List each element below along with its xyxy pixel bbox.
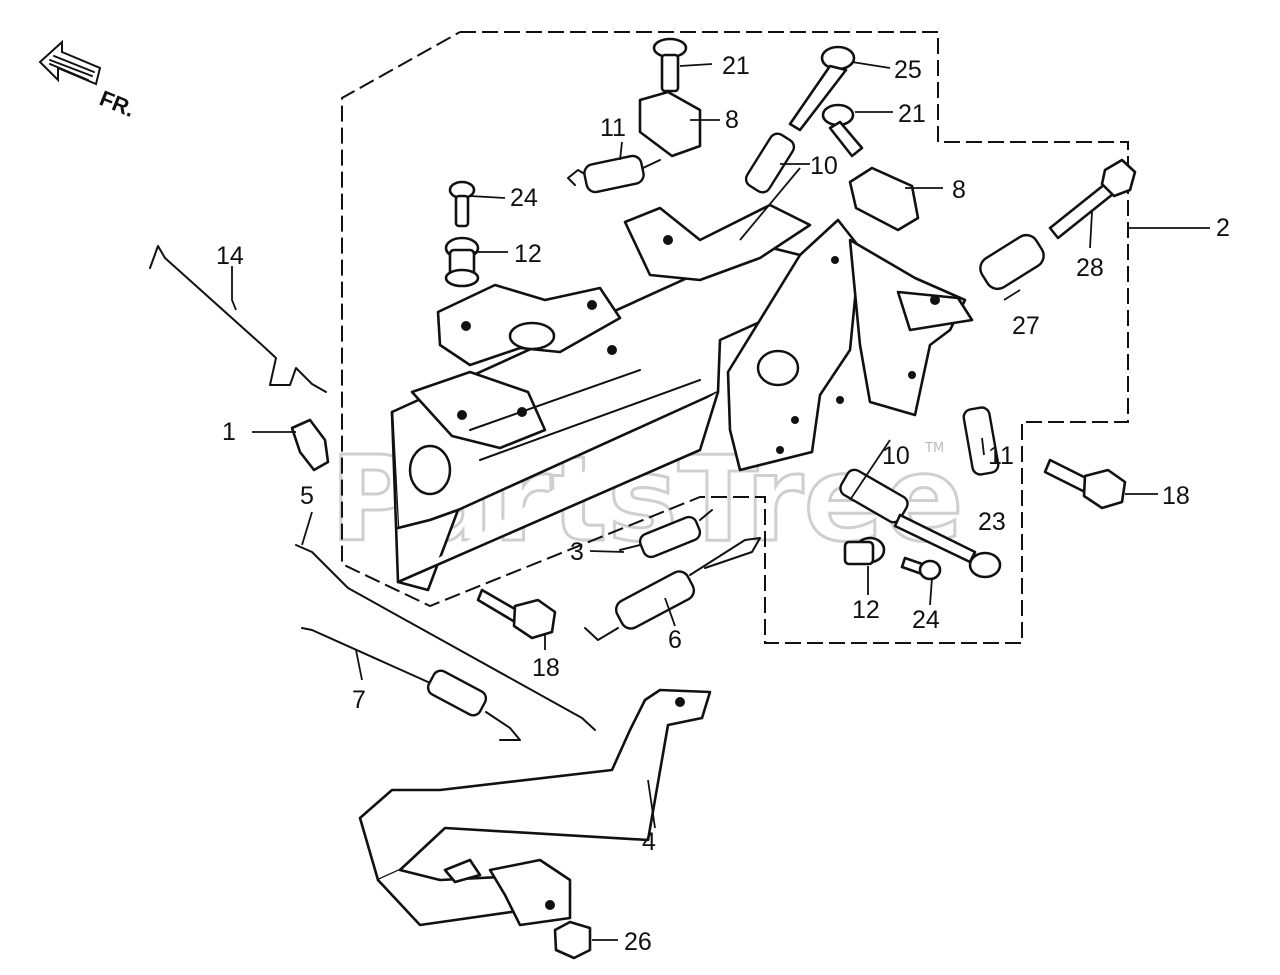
grommet-upper bbox=[444, 236, 480, 288]
control-side-plate bbox=[726, 218, 974, 472]
callout-11-upper[interactable]: 11 bbox=[600, 114, 626, 142]
callout-4[interactable]: 4 bbox=[642, 828, 656, 856]
callout-24-lower[interactable]: 24 bbox=[912, 606, 940, 634]
governor-rod bbox=[149, 245, 327, 393]
callout-18-right[interactable]: 18 bbox=[1162, 482, 1190, 510]
callout-1[interactable]: 1 bbox=[222, 418, 236, 446]
spring-10-upper bbox=[744, 132, 796, 194]
front-direction-label: FR. bbox=[96, 85, 138, 121]
leader-lines bbox=[231, 61, 1210, 941]
callout-3[interactable]: 3 bbox=[570, 538, 584, 566]
callout-2[interactable]: 2 bbox=[1216, 214, 1230, 242]
spring-11-lower bbox=[962, 406, 1000, 476]
callout-14[interactable]: 14 bbox=[216, 242, 244, 270]
control-base-bracket bbox=[390, 203, 812, 592]
plate-nut-upper bbox=[638, 90, 702, 158]
callout-11-lower[interactable]: 11 bbox=[988, 442, 1014, 470]
tension-spring bbox=[584, 537, 761, 641]
spring-10-lower bbox=[839, 468, 909, 524]
control-lever bbox=[358, 688, 712, 927]
throttle-rod bbox=[295, 544, 596, 731]
spring-27 bbox=[979, 233, 1045, 291]
callout-8-upper[interactable]: 8 bbox=[725, 106, 739, 134]
screw-right bbox=[821, 103, 864, 158]
grommet-lower bbox=[843, 536, 886, 566]
callout-12-upper[interactable]: 12 bbox=[514, 240, 542, 268]
watermark-trademark: TM bbox=[924, 441, 944, 456]
callout-8-right[interactable]: 8 bbox=[952, 176, 966, 204]
flange-bolt-left bbox=[476, 588, 557, 640]
callout-10-lower[interactable]: 10 bbox=[882, 442, 910, 470]
callout-5[interactable]: 5 bbox=[300, 482, 314, 510]
callout-12-lower[interactable]: 12 bbox=[852, 596, 880, 624]
callout-10-upper[interactable]: 10 bbox=[810, 152, 838, 180]
callout-21-top[interactable]: 21 bbox=[722, 52, 750, 80]
callout-21-right[interactable]: 21 bbox=[898, 100, 926, 128]
rod-clip bbox=[290, 418, 330, 472]
screw-top bbox=[652, 37, 688, 93]
screw-23 bbox=[893, 513, 1002, 579]
callout-18-left[interactable]: 18 bbox=[532, 654, 560, 682]
adjusting-bolt bbox=[1048, 158, 1137, 240]
plate-nut-right bbox=[848, 166, 920, 232]
long-screw bbox=[788, 45, 856, 132]
flange-nut bbox=[553, 920, 592, 960]
callout-25[interactable]: 25 bbox=[894, 56, 922, 84]
callout-6[interactable]: 6 bbox=[668, 626, 682, 654]
callout-7[interactable]: 7 bbox=[352, 686, 366, 714]
screw-24-upper bbox=[448, 180, 476, 228]
governor-spring-long bbox=[301, 627, 521, 741]
flange-bolt-right bbox=[1043, 458, 1127, 510]
callout-24-upper[interactable]: 24 bbox=[510, 184, 538, 212]
spring-11-upper bbox=[567, 154, 661, 194]
front-direction-arrow-icon bbox=[38, 39, 102, 86]
callout-27[interactable]: 27 bbox=[1012, 312, 1040, 340]
screw-24-lower bbox=[900, 556, 942, 581]
return-spring-small bbox=[619, 509, 713, 559]
assembly-boundary bbox=[341, 31, 1129, 644]
callout-23[interactable]: 23 bbox=[978, 508, 1006, 536]
callout-26[interactable]: 26 bbox=[624, 928, 652, 956]
callout-28[interactable]: 28 bbox=[1076, 254, 1104, 282]
